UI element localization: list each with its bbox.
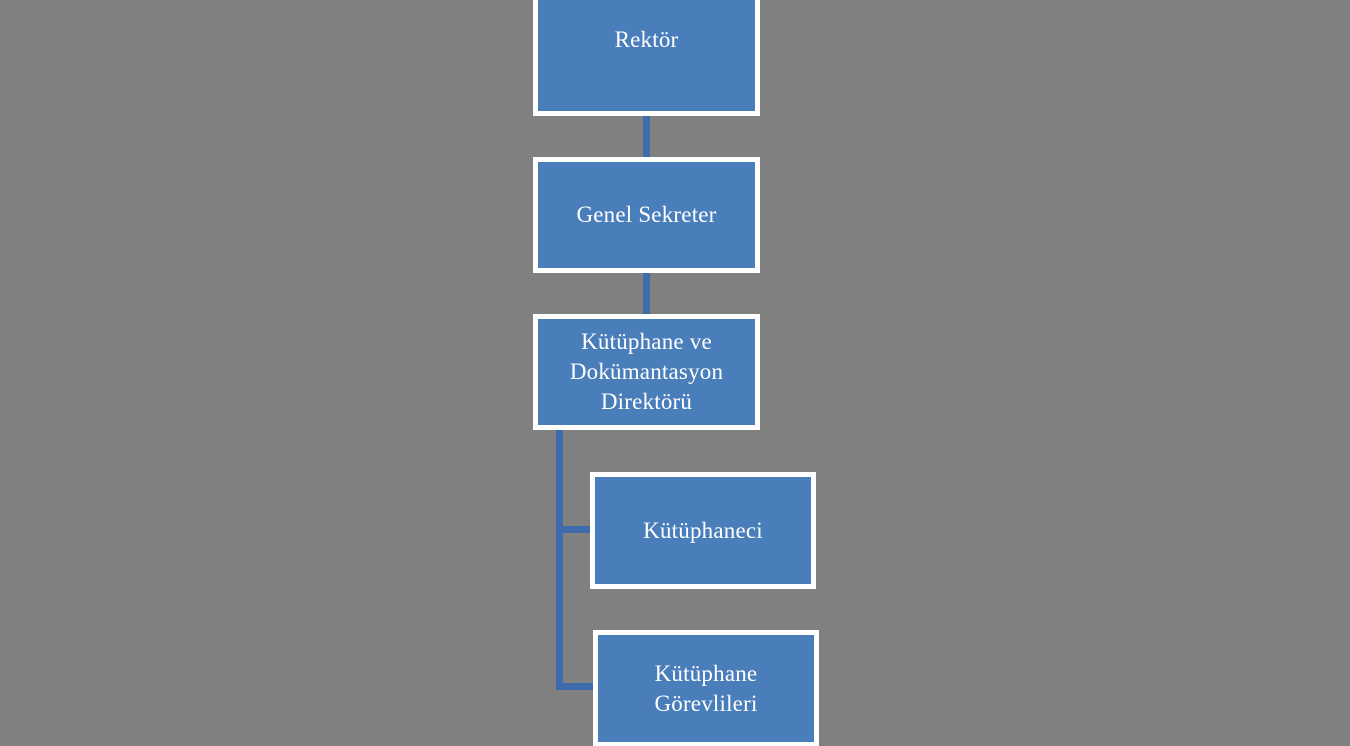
connector-genel-sekreter-to-direktor (643, 270, 650, 317)
org-node-kutuphane-dokumantasyon-direktoru[interactable]: Kütüphane ve Dokümantasyon Direktörü (533, 314, 760, 430)
org-node-kutuphaneci[interactable]: Kütüphaneci (590, 472, 816, 589)
org-node-genel-sekreter-label: Genel Sekreter (576, 202, 717, 228)
org-node-kutuphane-gorevlileri[interactable]: Kütüphane Görevlileri (593, 630, 819, 746)
org-node-rektor[interactable]: Rektör (533, 0, 760, 116)
connector-branch-to-kutuphaneci (556, 526, 596, 533)
connector-rektor-to-genel-sekreter (643, 113, 650, 160)
org-node-genel-sekreter[interactable]: Genel Sekreter (533, 157, 760, 273)
org-node-direktor-label: Kütüphane ve Dokümantasyon Direktörü (569, 329, 724, 414)
org-node-kutuphaneci-label: Kütüphaneci (643, 517, 763, 543)
connector-trunk-vertical (556, 427, 563, 690)
connector-branch-to-gorevliler (556, 683, 598, 690)
org-node-gorevliler-label: Kütüphane Görevlileri (654, 660, 758, 716)
org-node-rektor-label: Rektör (614, 26, 679, 52)
